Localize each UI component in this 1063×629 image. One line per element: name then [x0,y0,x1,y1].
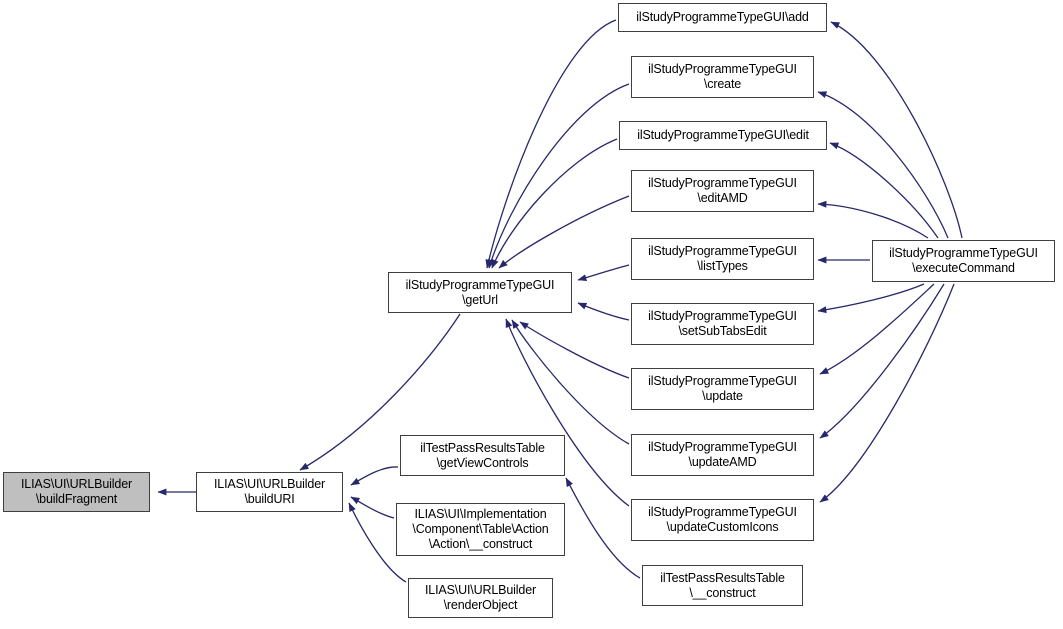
graph-node-label: ilStudyProgrammeTypeGUI \setSubTabsEdit [648,309,797,338]
graph-node-buildFragment[interactable]: ILIAS\UI\URLBuilder \buildFragment [3,472,150,512]
graph-node-label: ilStudyProgrammeTypeGUI\add [636,10,809,25]
graph-node-update[interactable]: ilStudyProgrammeTypeGUI \update [631,368,814,410]
graph-edge [350,466,399,486]
graph-edge [819,283,935,375]
graph-edge [817,283,925,314]
graph-edge [350,496,395,519]
graph-node-label: ilStudyProgrammeTypeGUI \create [648,62,797,91]
graph-node-label: ILIAS\UI\URLBuilder \buildFragment [20,477,133,506]
graph-node-label: ilTestPassResultsTable \__construct [660,570,785,600]
graph-node-label: ilStudyProgrammeTypeGUI \listTypes [648,244,797,273]
graph-node-create[interactable]: ilStudyProgrammeTypeGUI \create [631,56,814,98]
graph-edge [485,19,617,269]
graph-edge [511,319,630,445]
graph-node-setSubTabsEdit[interactable]: ilStudyProgrammeTypeGUI \setSubTabsEdit [631,303,814,345]
graph-node-renderObject[interactable]: ILIAS\UI\URLBuilder \renderObject [408,578,553,618]
graph-node-buildURI[interactable]: ILIAS\UI\URLBuilder \buildURI [196,472,343,512]
graph-edge [817,91,949,239]
graph-node-getViewControls[interactable]: ilTestPassResultsTable \getViewControls [400,435,565,476]
graph-edge [819,283,945,439]
graph-node-label: ilStudyProgrammeTypeGUI\edit [637,128,809,143]
graph-node-label: ilStudyProgrammeTypeGUI \editAMD [648,176,797,205]
graph-node-getUrl[interactable]: ilStudyProgrammeTypeGUI \getUrl [388,272,572,313]
graph-edge [577,302,630,321]
graph-edge [488,83,630,269]
graph-node-updateCustomIcons[interactable]: ilStudyProgrammeTypeGUI \updateCustomIco… [631,499,814,541]
graph-edge [577,264,630,282]
graph-edge [819,283,955,503]
graph-node-edit[interactable]: ilStudyProgrammeTypeGUI\edit [619,121,827,150]
graph-edge [829,142,939,239]
graph-node-label: ilStudyProgrammeTypeGUI \executeCommand [889,246,1038,275]
graph-node-label: ilStudyProgrammeTypeGUI \getUrl [405,277,555,307]
graph-node-updateAMD[interactable]: ilStudyProgrammeTypeGUI \updateAMD [631,434,814,476]
graph-node-label: ILIAS\UI\URLBuilder \buildURI [213,477,326,506]
graph-node-label: ilStudyProgrammeTypeGUI \update [648,374,797,403]
graph-edge [505,318,630,507]
graph-node-add[interactable]: ilStudyProgrammeTypeGUI\add [618,3,827,32]
graph-node-listTypes[interactable]: ilStudyProgrammeTypeGUI \listTypes [631,238,814,280]
graph-node-editAMD[interactable]: ilStudyProgrammeTypeGUI \editAMD [631,170,814,212]
graph-edge [565,477,641,579]
graph-node-label: ILIAS\UI\URLBuilder \renderObject [424,583,537,612]
graph-edge [498,195,630,269]
graph-node-executeCommand[interactable]: ilStudyProgrammeTypeGUI \executeCommand [872,240,1055,282]
graph-edge [519,321,630,379]
graph-node-label: ILIAS\UI\Implementation \Component\Table… [412,507,549,551]
graph-edge [491,138,618,269]
graph-edge [830,21,963,239]
graph-node-tableConstruct[interactable]: ilTestPassResultsTable \__construct [642,565,803,606]
graph-node-label: ilStudyProgrammeTypeGUI \updateAMD [648,440,797,469]
graph-node-label: ilStudyProgrammeTypeGUI \updateCustomIco… [648,505,797,534]
graph-node-label: ilTestPassResultsTable \getViewControls [420,440,545,470]
graph-node-actionConstruct[interactable]: ILIAS\UI\Implementation \Component\Table… [396,503,565,556]
graph-edge [817,200,929,239]
